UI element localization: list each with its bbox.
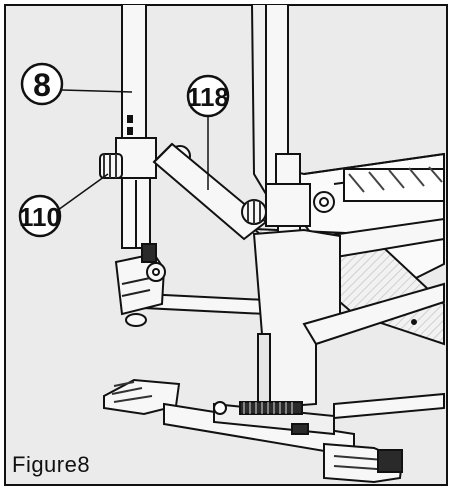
upright-post-left [115,4,157,249]
callout-110-label: 110 [19,202,61,232]
pedal-link-left [114,243,166,327]
base-frame [103,378,404,484]
assembly-illustration: 8 118 110 [18,4,445,484]
callout-110: 110 [18,173,109,238]
side-rail-right [302,282,445,420]
upright-post-center [241,153,335,311]
callout-8: 8 [20,62,133,106]
upright-post-rear [250,4,289,198]
callout-118: 118 [186,74,230,190]
callout-8-label: 8 [33,67,51,103]
callout-118-label: 118 [187,82,229,112]
figure-caption: Figure8 [12,452,91,477]
